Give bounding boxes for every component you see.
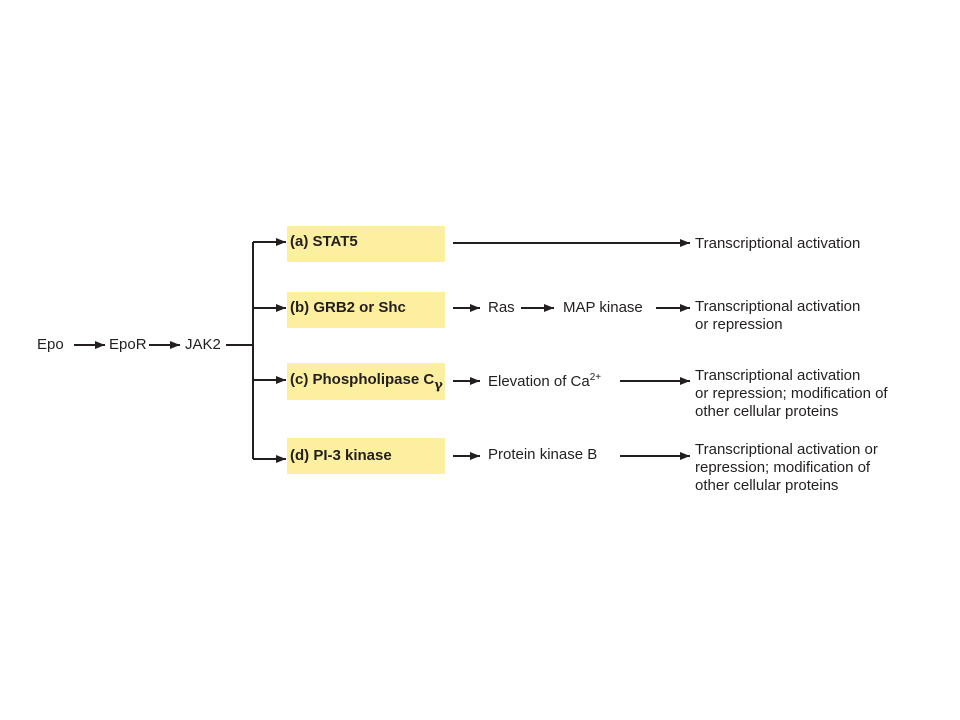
box-phospholipase-c-label: (c) Phospholipase C	[290, 371, 435, 388]
box-pi3-kinase-label: (d) PI-3 kinase	[290, 447, 392, 464]
node-epor: EpoR	[109, 336, 147, 353]
outcome-pi3-kinase-line-1: Transcriptional activation or	[695, 441, 878, 458]
outcome-grb2-shc: Transcriptional activation or repression	[695, 298, 860, 334]
outcome-pi3-kinase-line-3: other cellular proteins	[695, 477, 839, 494]
node-map-kinase: MAP kinase	[563, 299, 643, 316]
node-ras: Ras	[488, 299, 515, 316]
outcome-stat5: Transcriptional activation	[695, 235, 860, 253]
node-epo: Epo	[37, 336, 64, 353]
box-pi3-kinase: (d) PI-3 kinase	[287, 438, 445, 474]
node-elevation-of-calcium-superscript: 2+	[589, 372, 602, 383]
outcome-stat5-line-1: Transcriptional activation	[695, 235, 861, 252]
node-elevation-of-calcium: Elevation of Ca2+	[488, 373, 601, 391]
node-protein-kinase-b: Protein kinase B	[488, 446, 598, 463]
outcome-grb2-shc-line-1: Transcriptional activation	[695, 298, 861, 315]
outcome-grb2-shc-line-2: or repression	[695, 316, 783, 333]
box-grb2-shc: (b) GRB2 or Shc	[287, 292, 445, 328]
box-phospholipase-c: (c) Phospholipase Cγ	[287, 363, 445, 400]
box-stat5: (a) STAT5	[287, 226, 445, 262]
box-stat5-label: (a) STAT5	[290, 233, 358, 250]
box-grb2-shc-label: (b) GRB2 or Shc	[290, 299, 406, 316]
outcome-pi3-kinase-line-2: repression; modification of	[695, 459, 871, 476]
outcome-phospholipase-c: Transcriptional activation or repression…	[695, 367, 888, 421]
outcome-phospholipase-c-line-2: or repression; modification of	[695, 385, 888, 402]
outcome-phospholipase-c-line-3: other cellular proteins	[695, 403, 839, 420]
outcome-pi3-kinase: Transcriptional activation or repression…	[695, 441, 878, 495]
node-elevation-of-calcium-label: Elevation of Ca	[488, 373, 590, 390]
outcome-phospholipase-c-line-1: Transcriptional activation	[695, 367, 861, 384]
box-phospholipase-c-subscript: γ	[434, 378, 443, 393]
node-jak2: JAK2	[185, 336, 221, 353]
